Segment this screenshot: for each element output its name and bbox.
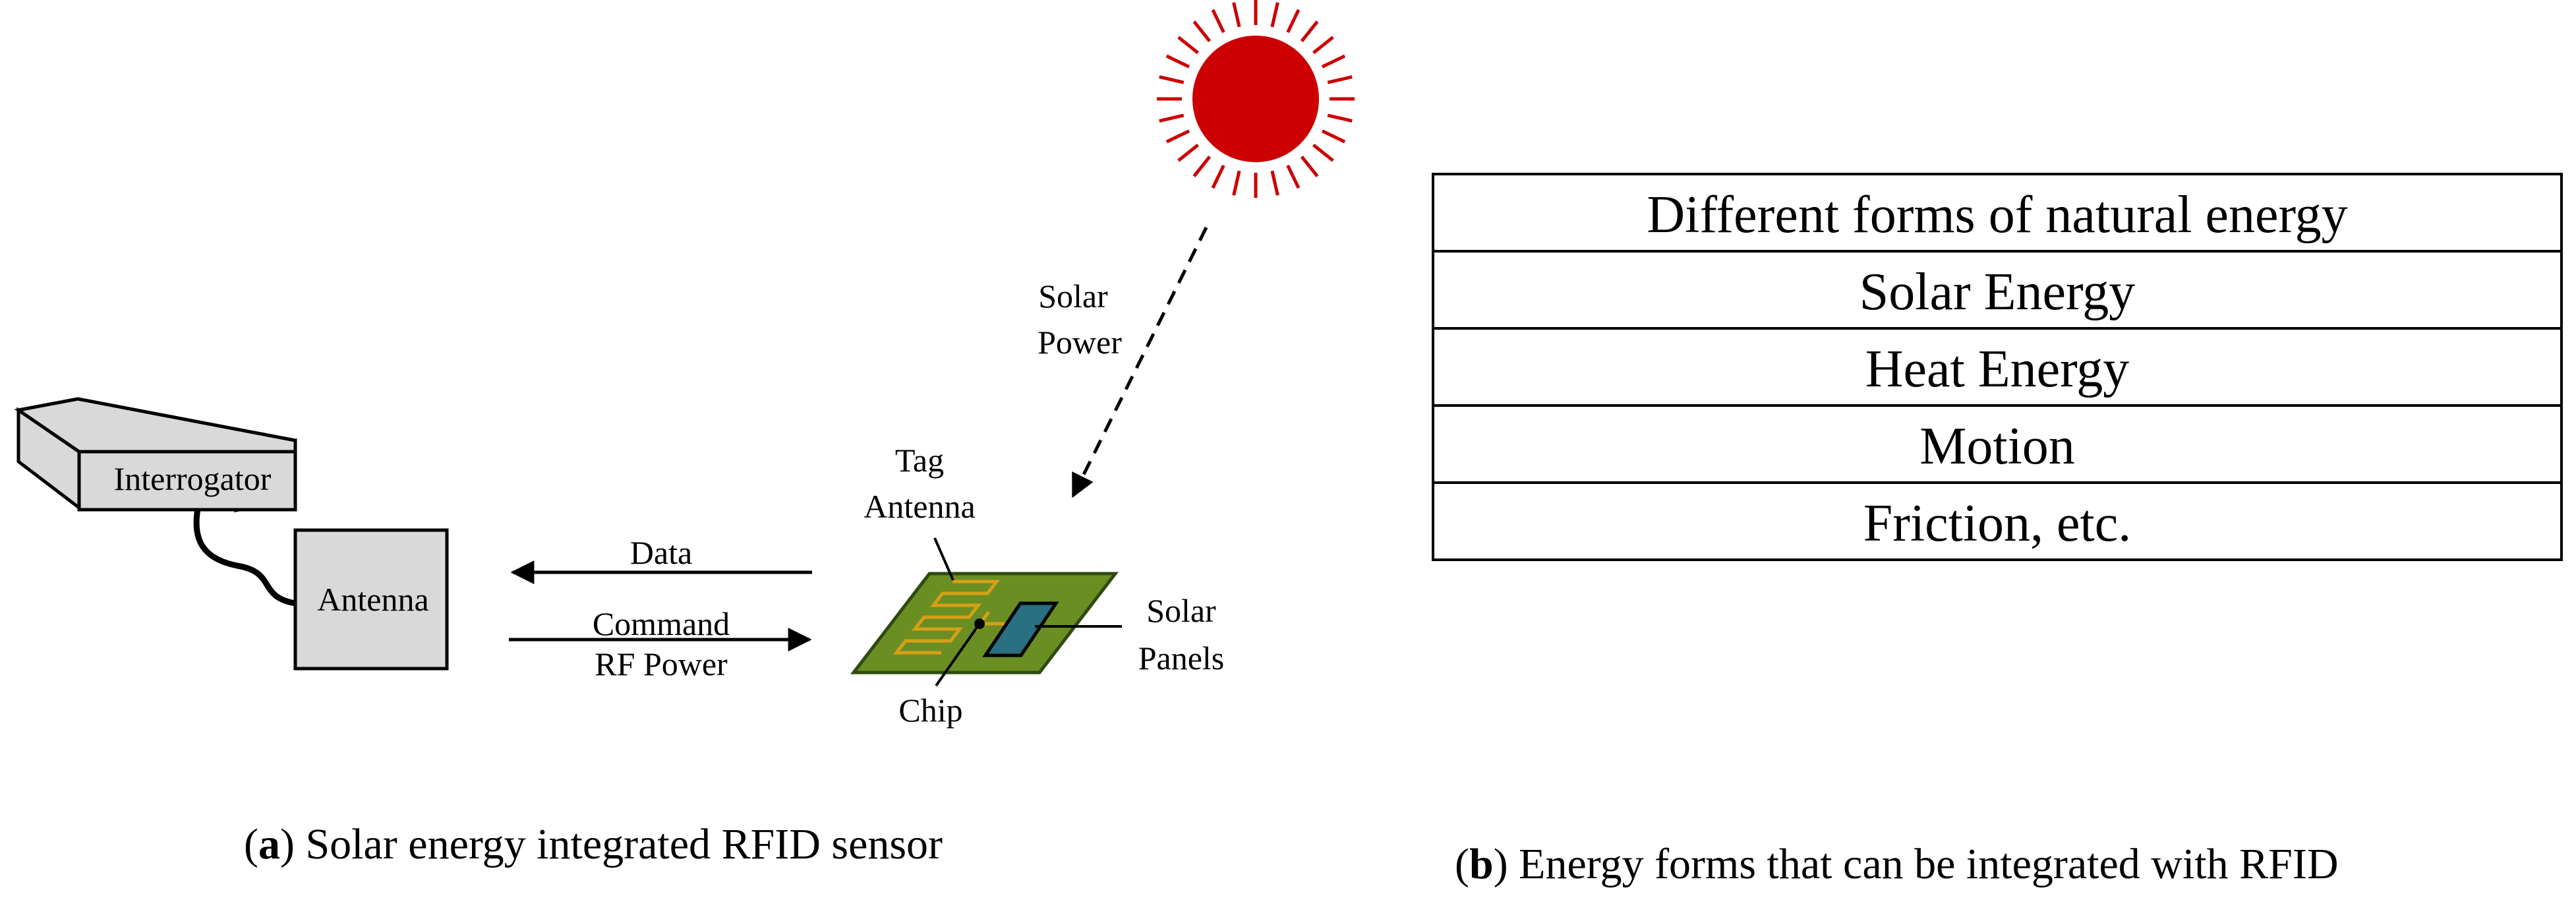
- solar-panel: [982, 601, 1059, 657]
- data-label: Data: [630, 534, 692, 571]
- chip-label: Chip: [898, 692, 962, 729]
- chip-leader: [935, 622, 981, 687]
- sun-ray: [1232, 170, 1241, 196]
- sun-ray: [1300, 20, 1319, 42]
- sun-ray: [1159, 75, 1185, 84]
- table-border: [1432, 173, 2563, 561]
- sun-ray: [1312, 143, 1334, 162]
- panel-a: Solar Power Interrogator Antenna Data Co…: [14, 0, 1355, 868]
- table-row-friction: Friction, etc.: [1863, 495, 2132, 553]
- caption-b-open-paren: (: [1455, 840, 1469, 888]
- interrogator-label: Interrogator: [114, 460, 272, 497]
- panel-b: Different forms of natural energy Solar …: [1432, 173, 2563, 888]
- sun-ray: [1327, 113, 1353, 123]
- sun-ray: [1286, 9, 1301, 34]
- sun-ray: [1300, 156, 1319, 177]
- command-label: Command: [593, 605, 730, 642]
- sun-ray: [1177, 143, 1199, 162]
- sun-ray: [1270, 2, 1279, 28]
- rf-power-label: RF Power: [595, 646, 728, 682]
- caption-a-text: ) Solar energy integrated RFID sensor: [280, 820, 943, 868]
- solar-power-label-line2: Power: [1038, 324, 1122, 361]
- sun-ray: [1327, 75, 1353, 84]
- antenna-box: [293, 528, 449, 671]
- sun-ray: [1192, 20, 1212, 42]
- sun-ray: [1211, 164, 1225, 189]
- sun-ray: [1177, 36, 1199, 55]
- caption-b-letter: b: [1469, 840, 1494, 888]
- tag-antenna-label-line2: Antenna: [864, 488, 975, 525]
- table-row-solar: Solar Energy: [1859, 263, 2135, 321]
- antenna-cable: [193, 508, 296, 607]
- caption-b: (b) Energy forms that can be integrated …: [1455, 840, 2338, 888]
- rfid-tag: [850, 572, 1119, 675]
- sun-ray: [1312, 36, 1334, 55]
- caption-b-text: ) Energy forms that can be integrated wi…: [1494, 840, 2339, 888]
- sun-ray: [1232, 2, 1241, 28]
- solar-power-arrow: [1071, 226, 1208, 498]
- sun-icon: [1157, 0, 1355, 198]
- sun-ray: [1165, 54, 1190, 69]
- sun-ray: [1321, 129, 1346, 144]
- sun-ray: [1192, 156, 1212, 177]
- sun-ray: [1159, 113, 1185, 123]
- caption-a: (a) Solar energy integrated RFID sensor: [244, 820, 943, 868]
- caption-a-letter: a: [258, 820, 280, 868]
- energy-table: Different forms of natural energy Solar …: [1432, 173, 2563, 561]
- table-header: Different forms of natural energy: [1647, 186, 2347, 244]
- sun-ray: [1286, 164, 1301, 189]
- solar-panels-label-line2: Panels: [1138, 640, 1225, 676]
- interrogator-box: [14, 397, 297, 513]
- sun-ray: [1321, 54, 1346, 69]
- sun-ray: [1270, 170, 1279, 196]
- antenna-label: Antenna: [317, 581, 428, 618]
- sun-ray: [1165, 129, 1190, 144]
- tag-antenna-leader: [933, 537, 954, 581]
- sun-ray: [1211, 9, 1225, 34]
- table-row-motion: Motion: [1919, 417, 2075, 475]
- solar-panels-label-line1: Solar: [1146, 592, 1216, 629]
- tag-antenna-label-line1: Tag: [895, 442, 944, 479]
- table-row-heat: Heat Energy: [1865, 340, 2130, 398]
- solar-power-label-line1: Solar: [1038, 278, 1108, 315]
- caption-a-open-paren: (: [244, 820, 258, 868]
